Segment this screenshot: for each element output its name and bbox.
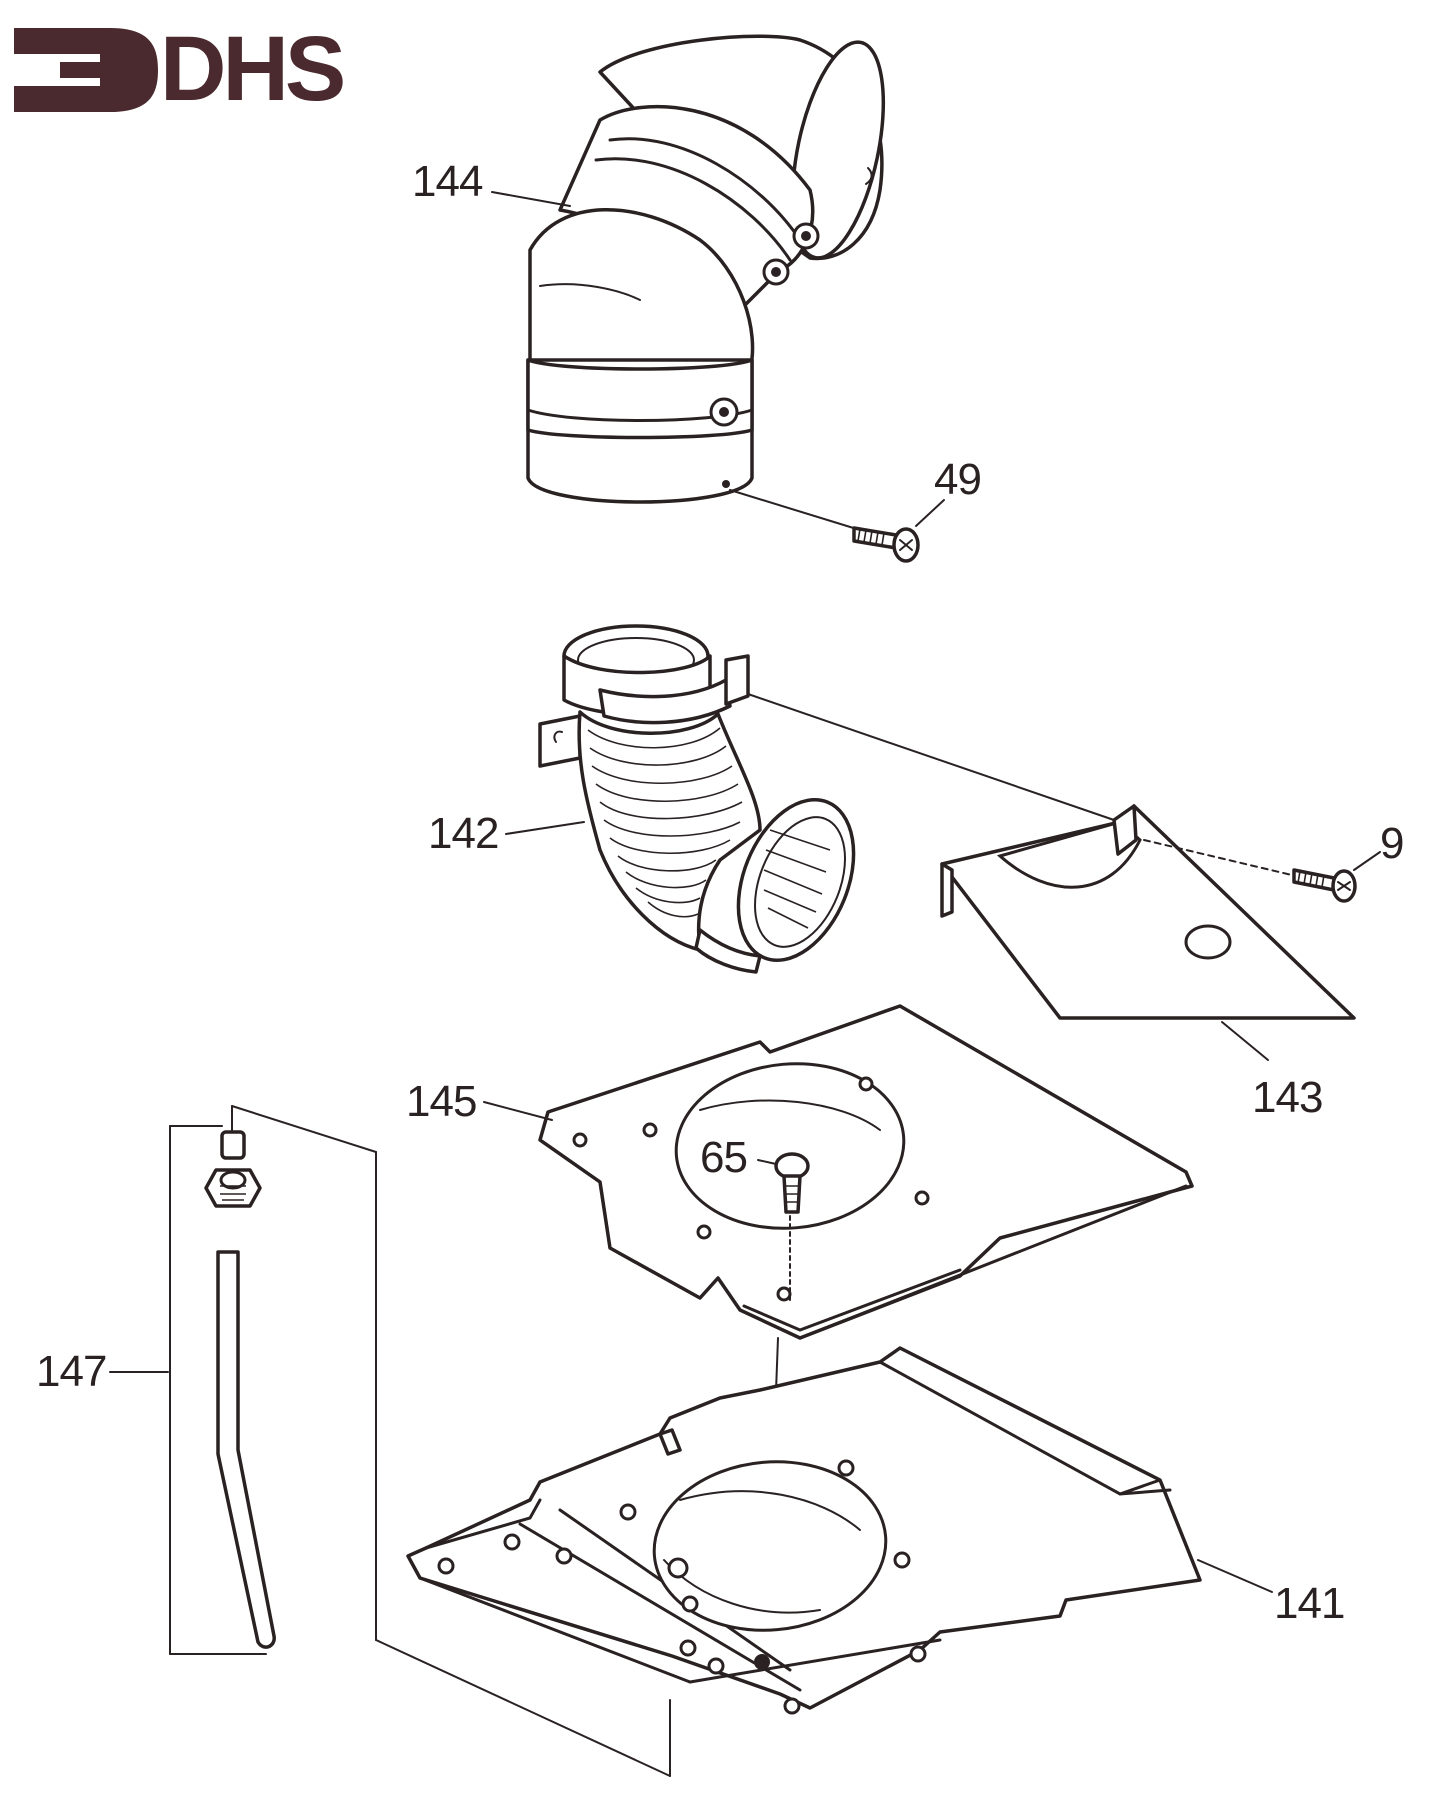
part-65-stud xyxy=(774,1152,810,1214)
callout-142: 142 xyxy=(428,809,498,858)
part-143-bracket xyxy=(940,804,1356,1020)
callout-49: 49 xyxy=(934,455,981,504)
part-142-flex-elbow xyxy=(538,624,856,974)
callout-147: 147 xyxy=(36,1347,106,1396)
leader-142 xyxy=(505,821,585,835)
dhs-logo: DHS xyxy=(14,18,347,120)
leader-145 xyxy=(483,1101,553,1121)
callout-65: 65 xyxy=(700,1133,747,1182)
callout-9: 9 xyxy=(1380,819,1403,868)
callout-143: 143 xyxy=(1252,1073,1322,1122)
leader-49-hole xyxy=(729,489,861,531)
part-147-pipe xyxy=(204,1130,276,1649)
callout-141: 141 xyxy=(1274,1579,1344,1628)
leader-65 xyxy=(757,1159,777,1165)
leader-49 xyxy=(915,499,945,527)
part-144-elbow xyxy=(526,34,886,504)
arrow-logo-icon xyxy=(14,28,158,112)
part-49-screw xyxy=(852,526,920,563)
leader-142-143 xyxy=(747,693,1115,821)
part-145-plate xyxy=(538,1004,1194,1340)
leader-144 xyxy=(491,191,571,207)
dimension-frame xyxy=(169,1105,671,1777)
leader-9-dash xyxy=(1143,839,1297,877)
callout-145: 145 xyxy=(406,1077,476,1126)
part-141-base-plate xyxy=(406,1346,1202,1715)
logo-text: DHS xyxy=(160,18,343,120)
callout-144: 144 xyxy=(412,157,483,206)
leader-143 xyxy=(1221,1021,1269,1061)
leader-141 xyxy=(1197,1559,1273,1593)
part-9-screw xyxy=(1292,868,1357,903)
leader-9 xyxy=(1353,851,1381,871)
